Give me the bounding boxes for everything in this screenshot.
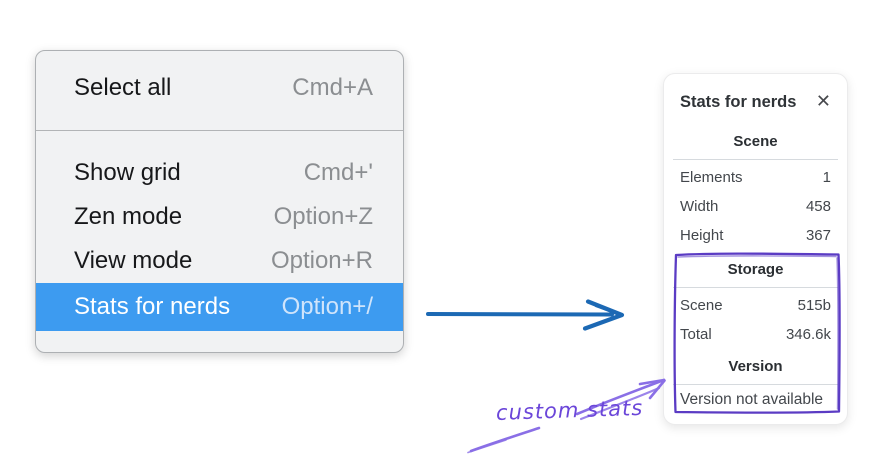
stat-label: Total xyxy=(680,326,712,343)
stat-label: Scene xyxy=(680,297,723,314)
menu-item-label: Select all xyxy=(74,74,172,101)
menu-item-label: Show grid xyxy=(74,159,181,186)
menu-item-stats-for-nerds[interactable]: Stats for nerds Option+/ xyxy=(36,283,403,331)
section-heading-scene: Scene xyxy=(733,133,778,150)
stat-value: 515b xyxy=(797,297,831,314)
section-heading-version: Version xyxy=(728,358,783,375)
stat-value: 367 xyxy=(805,227,831,244)
custom-stats-arrow xyxy=(467,378,666,454)
menu-item-shortcut: Option+R xyxy=(270,247,373,274)
stat-row-total-storage: Total 346.6k xyxy=(680,320,831,349)
menu-item-label: Zen mode xyxy=(74,203,183,230)
stat-row-scene-storage: Scene 515b xyxy=(680,291,831,320)
menu-item-show-grid[interactable]: Show grid Cmd+' xyxy=(36,151,403,195)
stat-label: Height xyxy=(680,227,724,244)
close-icon[interactable]: ✕ xyxy=(815,91,831,112)
stat-value: 1 xyxy=(822,169,831,186)
menu-item-shortcut: Cmd+A xyxy=(292,74,373,101)
stat-row-width: Width 458 xyxy=(680,192,831,221)
menu-item-shortcut: Option+/ xyxy=(281,293,373,320)
menu-item-label: View mode xyxy=(74,247,193,274)
menu-item-select-all[interactable]: Select all Cmd+A xyxy=(36,66,403,110)
stat-label: Width xyxy=(680,198,719,215)
context-menu: Select all Cmd+A Show grid Cmd+' Zen mod… xyxy=(35,50,404,353)
menu-separator xyxy=(36,130,403,131)
stat-row-height: Height 367 xyxy=(680,221,831,250)
stats-panel-header: Stats for nerds ✕ xyxy=(680,74,831,115)
stat-row-elements: Elements 1 xyxy=(680,163,831,192)
custom-stats-annotation: custom stats xyxy=(495,395,644,425)
menu-item-shortcut: Cmd+' xyxy=(303,159,373,186)
section-divider xyxy=(673,159,838,160)
section-heading-storage: Storage xyxy=(727,261,784,278)
storage-stats: Scene 515b Total 346.6k xyxy=(680,288,831,349)
scene-stats: Elements 1 Width 458 Height 367 xyxy=(680,160,831,250)
stats-panel: Stats for nerds ✕ Scene Elements 1 Width… xyxy=(663,73,848,425)
stat-label: Elements xyxy=(680,169,743,186)
menu-item-shortcut: Option+Z xyxy=(273,203,373,230)
stats-panel-title: Stats for nerds xyxy=(680,92,797,111)
menu-item-view-mode[interactable]: View mode Option+R xyxy=(36,239,403,283)
menu-item-zen-mode[interactable]: Zen mode Option+Z xyxy=(36,195,403,239)
stat-value: 458 xyxy=(805,198,831,215)
version-note: Version not available xyxy=(680,391,824,408)
menu-item-label: Stats for nerds xyxy=(74,293,231,320)
blue-arrow xyxy=(426,299,625,331)
stat-value: 346.6k xyxy=(785,326,831,343)
